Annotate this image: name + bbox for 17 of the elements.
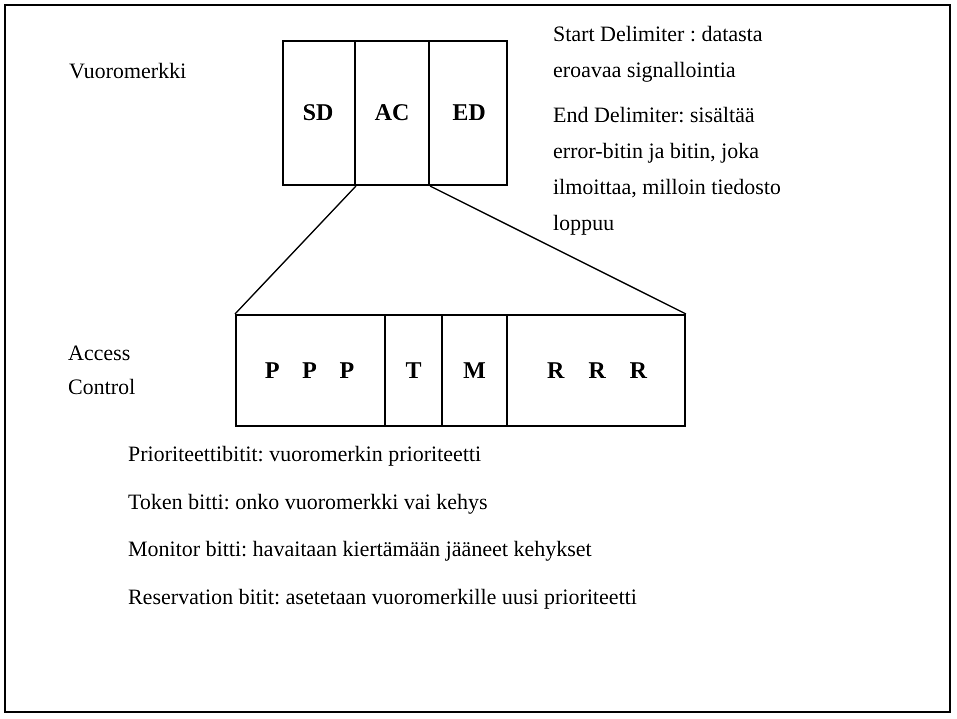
field-letters: P P P <box>264 356 354 386</box>
frame-heading: Vuoromerkki <box>69 57 188 85</box>
field-letters: SD <box>302 99 334 128</box>
zoom-line <box>234 185 357 315</box>
note-text: End Delimiter: sisältää error-bitin ja bitin, joka ilmoittaa, milloin tiedosto loppuu <box>553 101 782 237</box>
field-letters: AC <box>374 99 410 128</box>
field-letters: T <box>405 356 422 386</box>
zoom-line <box>430 185 686 315</box>
note-text: Start Delimiter : datasta eroavaa signallointia <box>553 20 764 84</box>
field-letters: ED <box>452 99 486 128</box>
note-text: Token bitti: onko vuoromerkki vai kehys <box>128 488 489 516</box>
field-letters: R R R <box>547 356 647 386</box>
note-text: Monitor bitti: havaitaan kiertämään jääneet kehykset <box>128 535 593 563</box>
field-letters: M <box>463 356 486 386</box>
note-text: Prioriteettibitit: vuoromerkin prioriteetti <box>128 440 482 468</box>
frame-heading: Access Control <box>68 339 136 401</box>
note-text: Reservation bitit: asetetaan vuoromerkille uusi prioriteetti <box>128 583 638 611</box>
